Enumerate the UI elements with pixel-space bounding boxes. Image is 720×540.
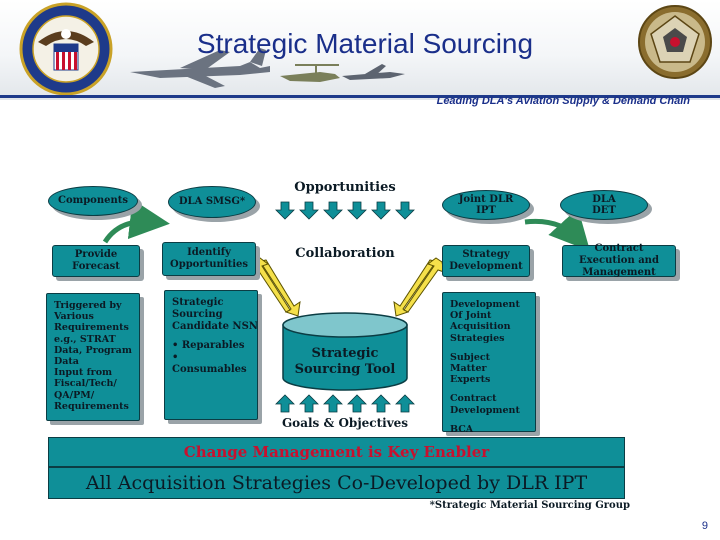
curved-arrow-ipt-to-det [524, 208, 591, 252]
header-bar [0, 0, 720, 100]
goals-objectives-label: Goals & Objectives [281, 416, 409, 430]
aircraft-image-strip [130, 48, 405, 88]
list-line: e.g., STRAT [54, 333, 116, 345]
box-ipt-activities: Development Of Joint Acquisition Strateg… [442, 292, 536, 435]
curved-arrow-forecast-to-smsg [102, 199, 170, 244]
oval-joint-dlr-ipt: Joint DLR IPT [442, 190, 530, 220]
banner-change-management: Change Management is Key Enabler [48, 437, 625, 467]
collaboration-label: Collaboration [295, 246, 395, 261]
page-number: 9 [701, 520, 708, 532]
box-triggers-list: Triggered by Various Requirements e.g., … [46, 293, 140, 421]
list-line: Requirements [54, 322, 129, 334]
list-line: Of Joint [450, 310, 492, 322]
sourcing-tool-cylinder [282, 312, 408, 391]
list-line: Triggered by [54, 300, 122, 311]
joint-seal-logo [638, 5, 712, 79]
box-identify-opportunities: Identify Opportunities [162, 242, 256, 276]
box-provide-forecast: Provide Forecast [52, 245, 140, 277]
list-line: Candidate NSN [172, 320, 258, 332]
box-contract-execution: Contract Execution and Management [562, 243, 676, 278]
list-line: BCA [450, 423, 474, 435]
cylinder-label: Strategic Sourcing Tool [294, 346, 396, 378]
list-line: Data, Program [54, 344, 132, 356]
opportunities-label: Opportunities [294, 180, 396, 195]
dla-seal-logo [19, 2, 113, 96]
title-underline [0, 95, 720, 98]
list-line: Input from [54, 367, 113, 379]
page-title: Strategic Material Sourcing [196, 28, 534, 59]
list-line: QA/PM/ [54, 389, 95, 401]
banner-acquisition-strategies: All Acquisition Strategies Co-Developed … [48, 467, 625, 499]
list-line: Requirements [54, 400, 129, 412]
list-line: Strategic [172, 297, 224, 308]
list-line: Strategies [450, 332, 505, 344]
list-line: Acquisition [450, 321, 511, 333]
list-line: Subject Matter [450, 351, 491, 375]
yellow-arrow-right [393, 259, 440, 317]
list-line: Development [450, 299, 520, 310]
list-line: Various [54, 311, 94, 323]
oval-dla-smsg: DLA SMSG* [168, 186, 256, 218]
bullet-item: • Reparables [172, 340, 245, 352]
box-strategy-development: Strategy Development [442, 245, 530, 277]
yellow-arrow-right-head [403, 257, 445, 313]
list-line: Development [450, 404, 520, 416]
list-line: Contract [450, 393, 497, 405]
bullet-item: • Consumables [172, 352, 247, 375]
list-line: Experts [450, 374, 491, 386]
footnote: *Strategic Material Sourcing Group [429, 500, 630, 511]
list-line: Sourcing [172, 308, 223, 320]
yellow-arrow-left [256, 259, 301, 317]
box-candidate-nsn: Strategic Sourcing Candidate NSN • Repar… [164, 290, 258, 420]
page-subtitle: Leading DLA's Aviation Supply & Demand C… [436, 95, 690, 107]
oval-dla-det: DLA DET [560, 190, 648, 220]
list-line: Fiscal/Tech/ [54, 378, 117, 390]
list-line: Data [54, 356, 79, 368]
oval-components: Components [48, 186, 138, 216]
